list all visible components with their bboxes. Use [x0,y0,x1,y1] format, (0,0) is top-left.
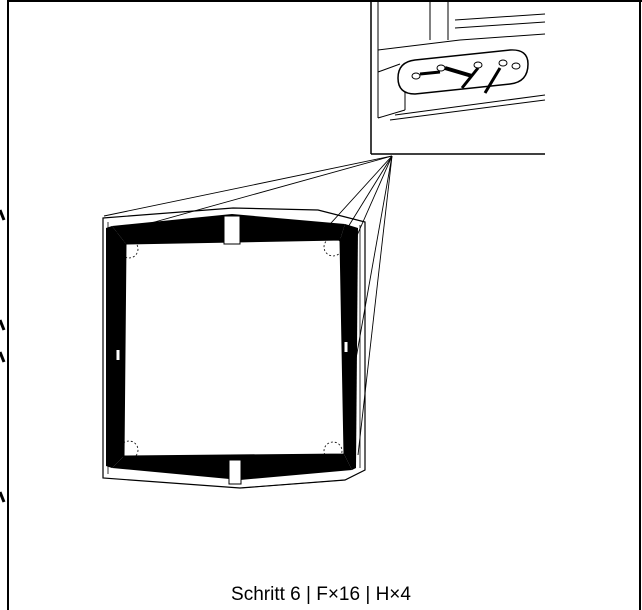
screw-icon [460,59,521,94]
part-h-count: H×4 [375,584,411,605]
page-border [7,0,642,610]
detail-callout [370,2,639,155]
step-label: Schritt 6 [231,584,301,605]
dowel-icon [436,64,473,78]
corner-bracket-icon [223,215,241,245]
caption-separator: | [306,584,311,605]
caption-separator: | [365,584,371,605]
margin-marks [0,209,6,503]
frame [102,207,366,489]
part-f-count: F×16 [316,584,361,605]
screw-icon [411,70,441,80]
step-caption: Schritt 6 | F×16 | H×4 [0,584,642,606]
